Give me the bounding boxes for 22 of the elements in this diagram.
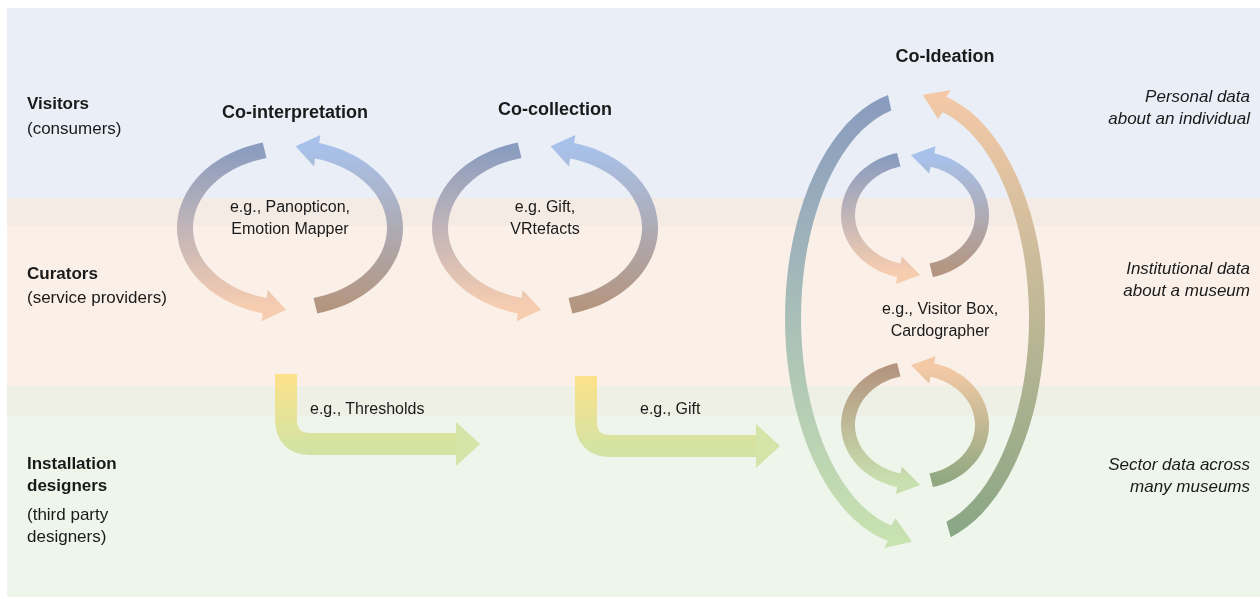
role-heading: Visitors xyxy=(27,93,91,115)
data-scope-note: Institutional data about a museum xyxy=(1122,258,1250,303)
role-heading: Installation designers xyxy=(27,453,118,498)
swimlane-band xyxy=(7,8,1260,198)
bent-arrow xyxy=(275,374,480,466)
example-text: e.g., Visitor Box, Cardographer xyxy=(880,299,1000,342)
swimlane-band xyxy=(7,198,1260,386)
role-description: (third party designers) xyxy=(27,504,110,549)
example-text: e.g. Gift, VRtefacts xyxy=(509,197,581,240)
edge-label: e.g., Gift xyxy=(640,399,701,419)
role-heading: Curators xyxy=(27,263,99,285)
data-scope-note: Personal data about an individual xyxy=(1107,86,1250,131)
data-scope-note: Sector data across many museums xyxy=(1107,454,1250,499)
phase-title: Co-interpretation xyxy=(221,101,369,124)
edge-label: e.g., Thresholds xyxy=(310,399,425,419)
bent-arrow xyxy=(575,376,780,468)
role-description: (service providers) xyxy=(27,287,167,309)
phase-title: Co-Ideation xyxy=(894,45,996,68)
swimlane-band xyxy=(7,386,1260,597)
example-text: e.g., Panopticon, Emotion Mapper xyxy=(228,197,352,240)
phase-title: Co-collection xyxy=(497,98,613,121)
role-description: (consumers) xyxy=(27,118,123,140)
